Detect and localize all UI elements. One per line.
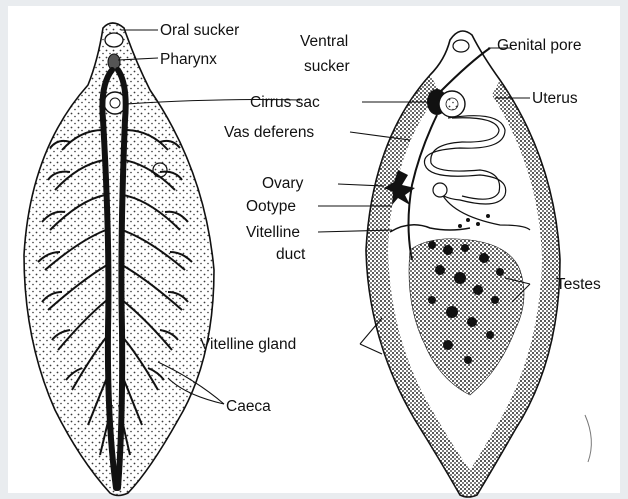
- label-pharynx: Pharynx: [160, 51, 217, 68]
- label-ovary: Ovary: [262, 175, 304, 192]
- fluke-diagram-figure: Oral sucker Pharynx Ventral sucker Caeca…: [8, 6, 620, 493]
- label-vitelline-duct-1: Vitelline: [246, 224, 300, 241]
- ootype-shape: [433, 183, 447, 197]
- label-testes: Testes: [556, 276, 601, 293]
- label-vitelline-duct-2: duct: [276, 246, 306, 263]
- label-vitelline-gland: Vitelline gland: [200, 336, 296, 353]
- label-genital-pore: Genital pore: [497, 37, 581, 54]
- left-specimen: [24, 23, 214, 496]
- label-cirrus-sac: Cirrus sac: [250, 94, 320, 111]
- label-uterus: Uterus: [532, 90, 578, 107]
- label-ventral-sucker-2: sucker: [304, 58, 350, 75]
- oral-sucker-shape: [105, 33, 123, 47]
- label-oral-sucker: Oral sucker: [160, 22, 239, 39]
- right-specimen: [366, 31, 560, 497]
- label-ventral-sucker-1: Ventral: [300, 33, 348, 50]
- label-caeca: Caeca: [226, 398, 271, 415]
- label-ootype: Ootype: [246, 198, 296, 215]
- label-vas-deferens: Vas deferens: [224, 124, 314, 141]
